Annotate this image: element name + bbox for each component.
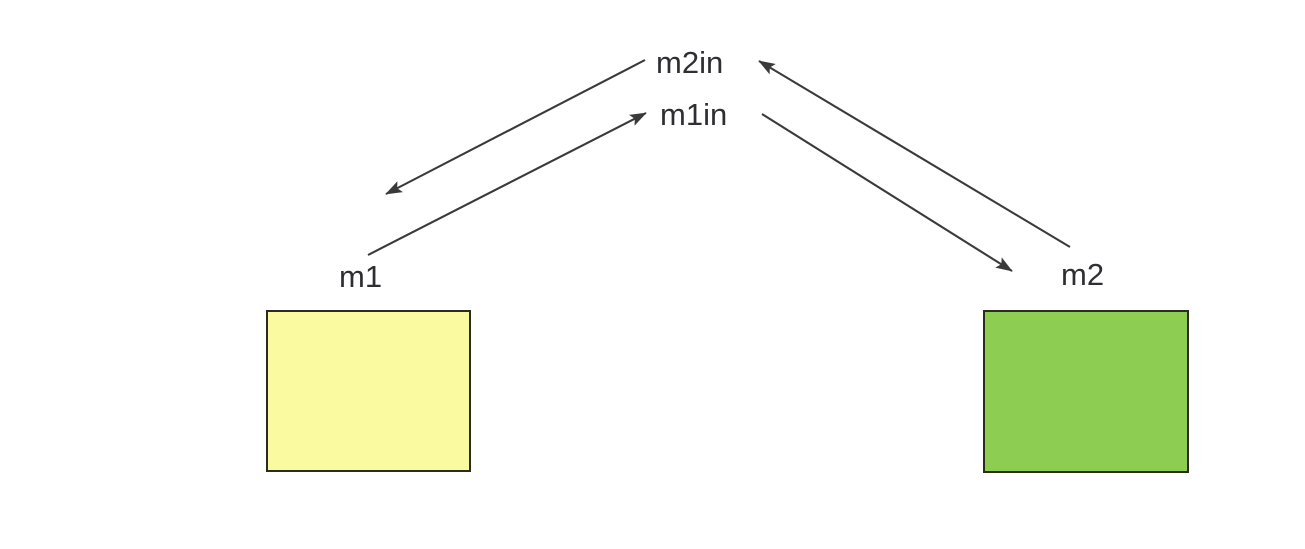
edge-m1-to-m1in xyxy=(367,112,647,256)
node-box-m1[interactable] xyxy=(266,310,471,472)
edge-m2-to-m2in xyxy=(758,60,1071,248)
node-label-m2: m2 xyxy=(1061,257,1105,292)
edge-m2in-to-m1 xyxy=(385,59,646,195)
node-box-m2[interactable] xyxy=(983,310,1189,473)
port-label-m1in: m1in xyxy=(660,97,728,132)
port-label-m2in: m2in xyxy=(656,45,724,80)
node-label-m1: m1 xyxy=(339,259,383,294)
edge-m1in-to-m2 xyxy=(761,113,1013,272)
